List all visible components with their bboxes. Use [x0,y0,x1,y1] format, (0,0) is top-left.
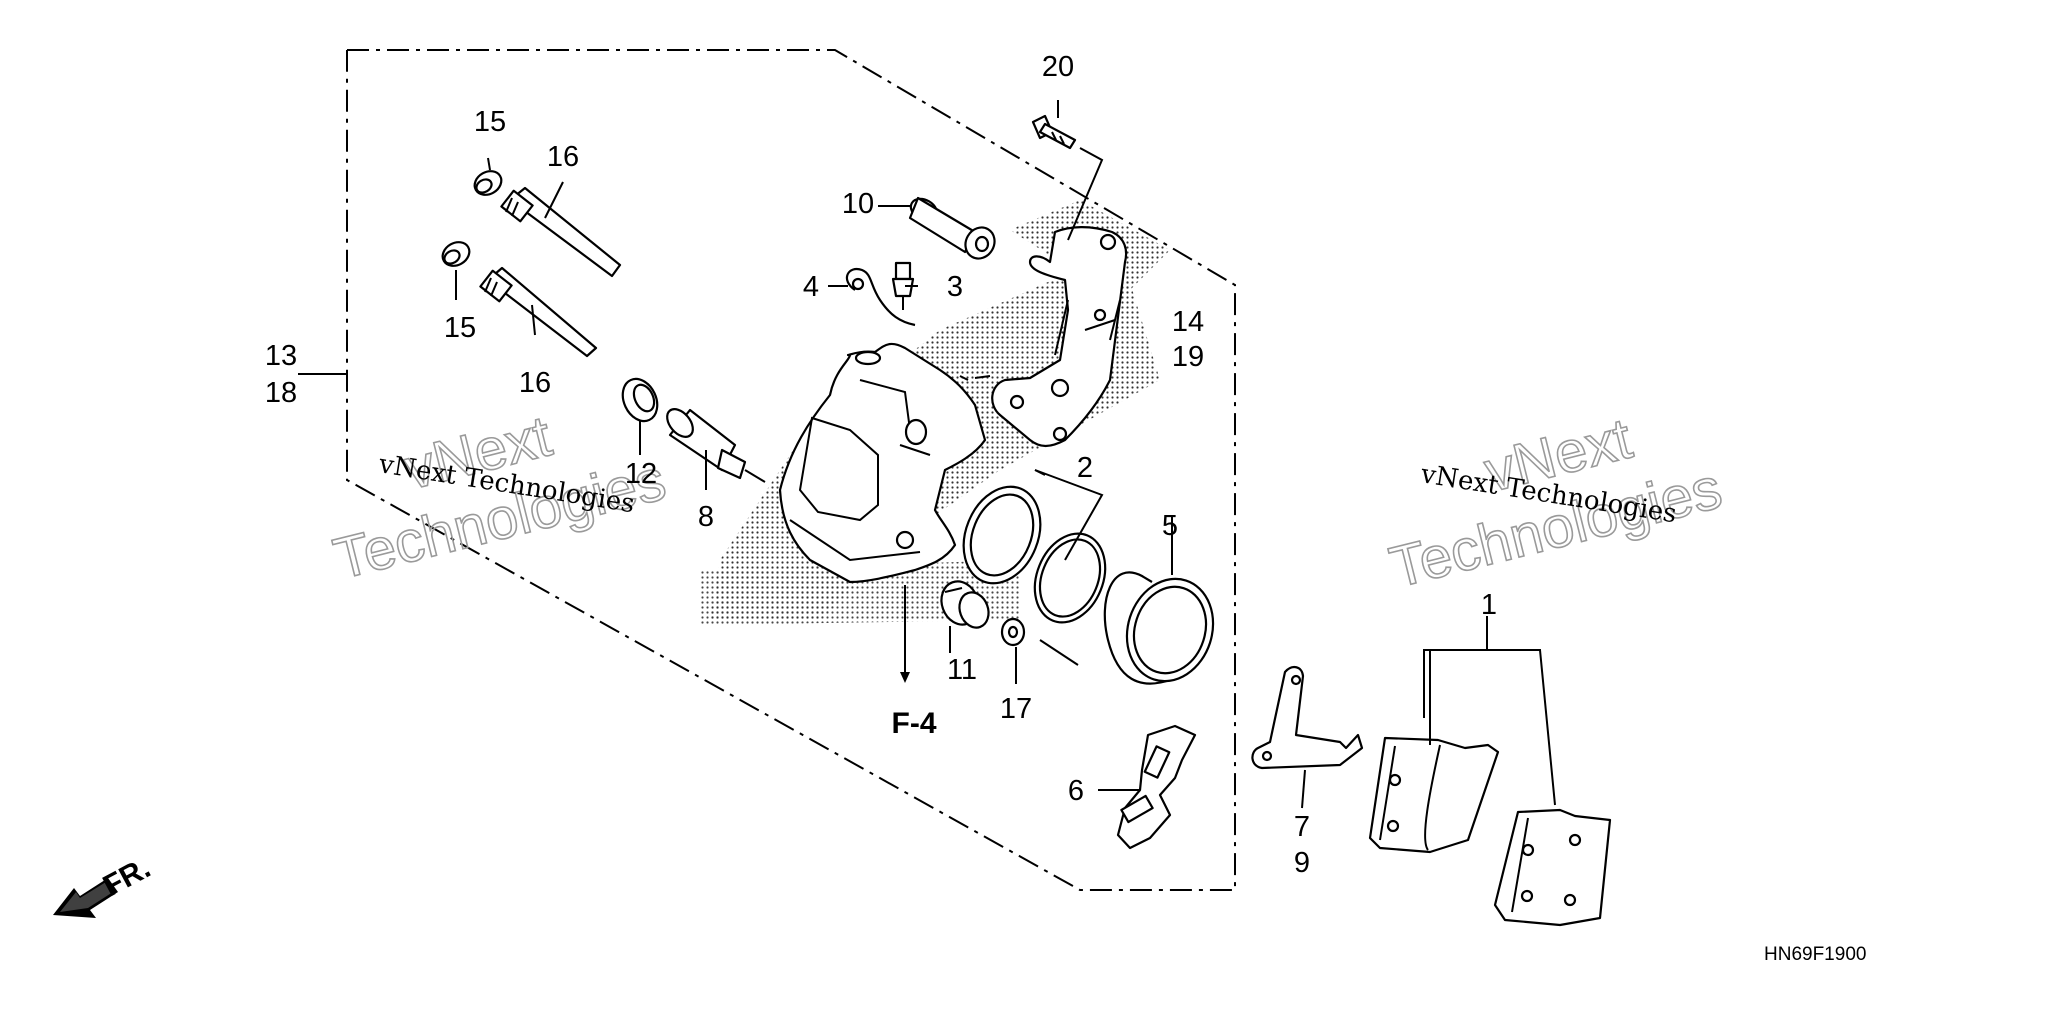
caliper-assembly-outline [346,49,1236,891]
reference-label-f4: F-4 [892,707,937,740]
callout-15-upper: 15 [474,106,506,138]
sleeve-part-10 [908,196,996,260]
piston-seal-part-2-inner [1033,532,1107,624]
callout-12: 12 [625,458,657,490]
callout-19: 19 [1172,341,1204,373]
pin-bolt-part-16-lower [479,266,598,358]
caliper-bracket-part-14-19 [991,226,1128,448]
callout-11: 11 [947,654,977,686]
callout-7: 7 [1294,811,1310,843]
callout-16-upper: 16 [547,141,579,173]
pin-bolt-part-16-upper [500,186,622,278]
callout-10: 10 [842,188,874,220]
bolt-part-20 [1031,114,1077,150]
callout-13: 13 [265,340,297,372]
callout-9: 9 [1294,847,1310,879]
pad-retainer-part-7-9 [1251,666,1364,770]
callout-16-lower: 16 [519,367,551,399]
caliper-pin-part-8 [666,408,766,483]
callout-8: 8 [698,501,714,533]
brake-pad-part-1-rear [1493,808,1612,927]
brake-pad-part-1-front [1368,736,1500,854]
boot-part-11 [940,580,990,629]
leader-lines [298,100,1556,809]
front-direction-arrow-icon [53,878,118,918]
callout-17: 17 [1000,693,1032,725]
callout-numbers: 20 15 16 10 4 3 15 14 19 13 18 16 12 2 8… [265,51,1497,879]
boot-part-12 [621,377,659,423]
callout-4: 4 [803,271,819,303]
callout-6: 6 [1068,775,1084,807]
caliper-body [778,342,987,584]
cap-part-15-upper [473,170,503,196]
diagram-code: HN69F1900 [1764,944,1866,965]
f4-arrow-head [900,672,910,683]
callout-5: 5 [1162,510,1178,542]
piston-part-5 [1103,571,1215,685]
callout-15-lower: 15 [444,312,476,344]
clip-part-4 [845,267,916,327]
callout-1: 1 [1481,589,1497,621]
callout-2: 2 [1077,452,1093,484]
piston-seal-part-2-outer [962,485,1042,585]
callout-18: 18 [265,377,297,409]
callout-20: 20 [1042,51,1074,83]
cap-part-15-lower [441,241,471,267]
callout-14: 14 [1172,306,1204,338]
bleeder-valve-part-3 [891,261,915,310]
callout-3: 3 [947,271,963,303]
pad-spring-part-6 [1116,724,1197,850]
washer-part-17 [1000,617,1026,647]
